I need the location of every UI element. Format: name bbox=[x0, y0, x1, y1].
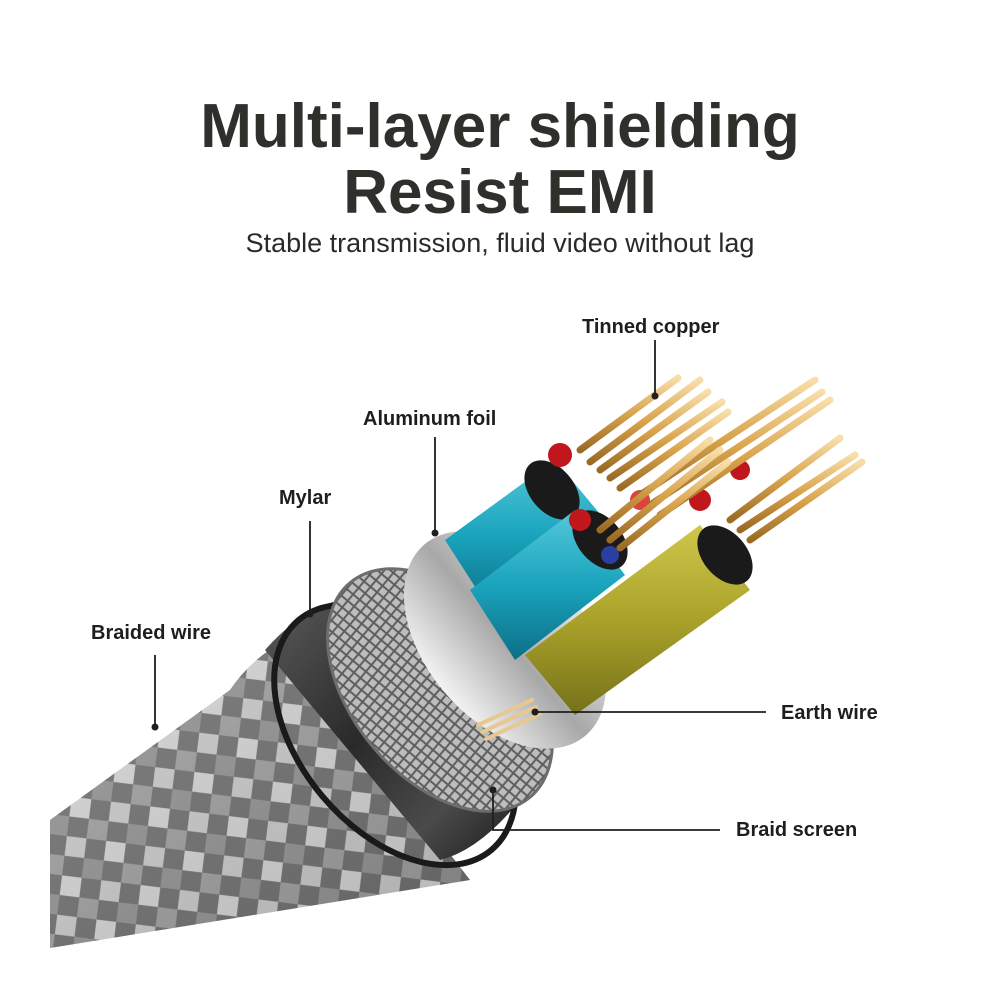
earth-wire-strands bbox=[476, 698, 542, 741]
label-braided-wire: Braided wire bbox=[91, 622, 212, 644]
aluminum-foil-dot bbox=[431, 529, 439, 537]
title-line-1: Multi-layer shielding bbox=[200, 92, 800, 161]
subtitle: Stable transmission, fluid video without… bbox=[245, 228, 755, 258]
braided-jacket bbox=[50, 640, 470, 948]
core-wires bbox=[445, 443, 753, 715]
callout-lines bbox=[151, 340, 766, 831]
braid-screen-dot bbox=[489, 786, 497, 794]
tinned-copper-dot bbox=[651, 392, 659, 400]
label-earth-wire: Earth wire bbox=[781, 702, 878, 724]
label-braid-screen: Braid screen bbox=[736, 819, 858, 841]
mylar-dot bbox=[306, 610, 314, 618]
earth-wire-dot bbox=[531, 708, 539, 716]
braided-wire-dot bbox=[151, 723, 159, 731]
label-aluminum-foil: Aluminum foil bbox=[363, 408, 497, 430]
label-mylar: Mylar bbox=[279, 487, 332, 509]
label-tinned-copper: Tinned copper bbox=[582, 316, 720, 338]
title-line-2: Resist EMI bbox=[343, 158, 657, 227]
tinned-copper-conductors bbox=[576, 374, 866, 552]
braid-screen-leader bbox=[492, 790, 720, 831]
